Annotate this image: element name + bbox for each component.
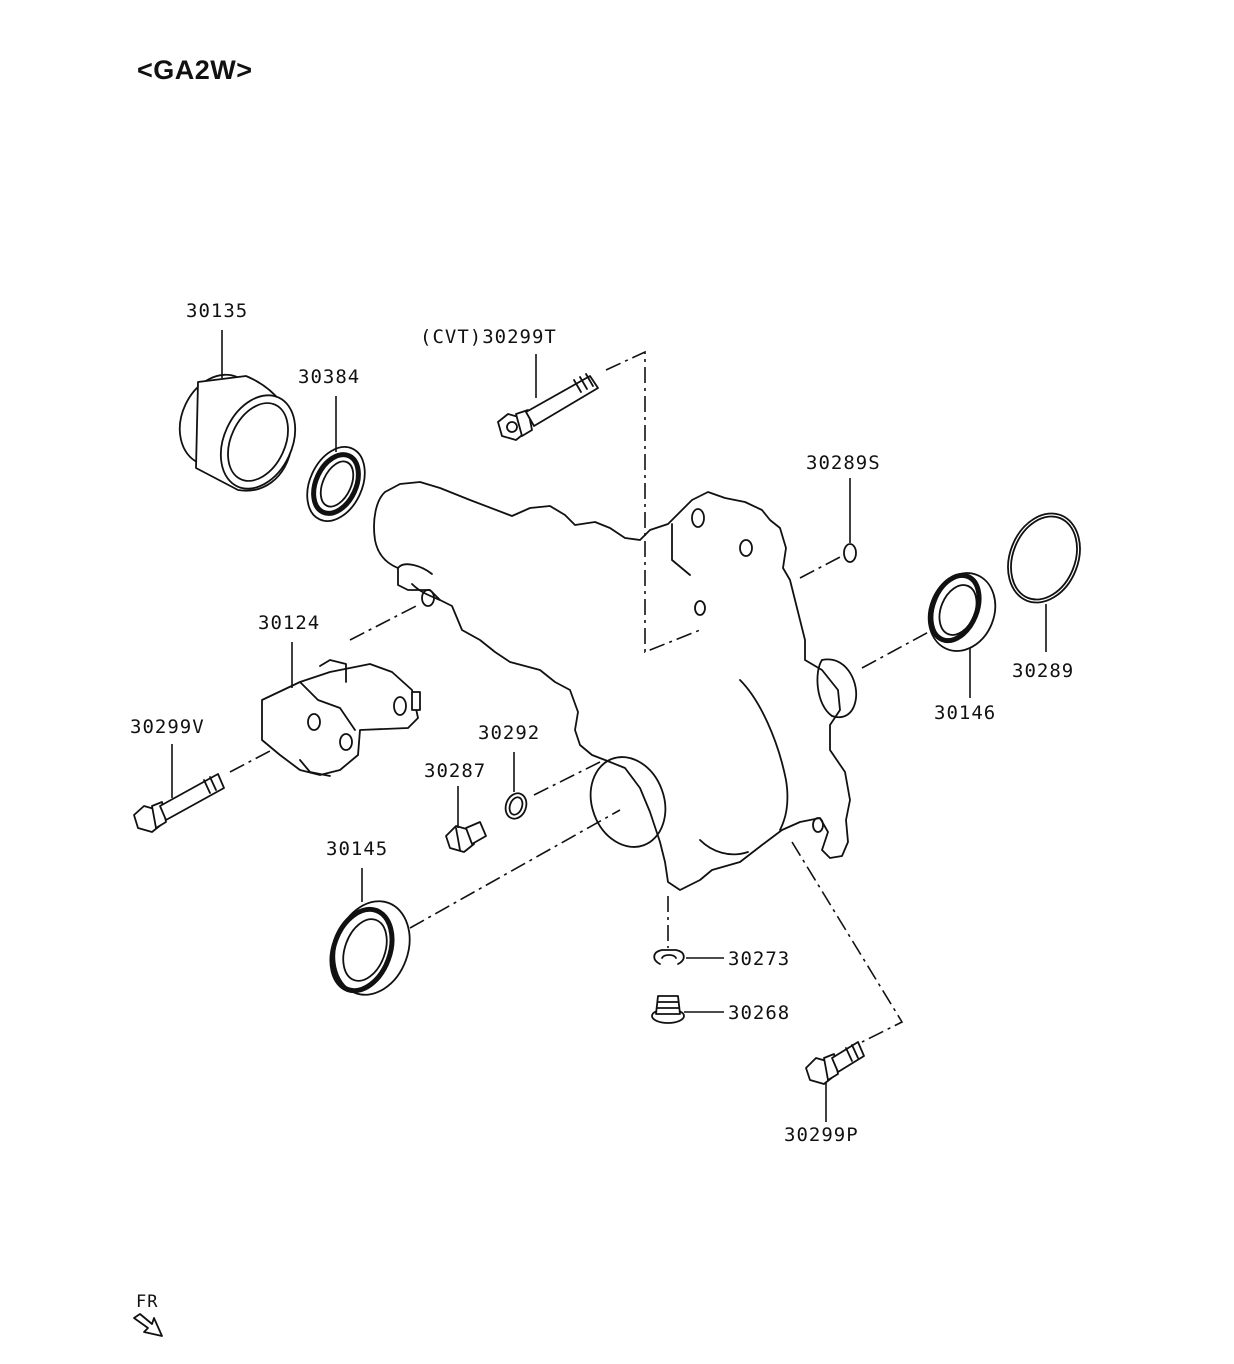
label-30384: 30384: [298, 366, 361, 388]
housing-front-opening: [589, 756, 667, 848]
part-30384-seal: [306, 446, 366, 522]
label-30299V: 30299V: [130, 716, 205, 738]
label-30292: 30292: [478, 722, 541, 744]
label-30124: 30124: [258, 612, 321, 634]
label-30287: 30287: [424, 760, 487, 782]
part-30289S-o-ring: [843, 543, 857, 563]
part-30135-sleeve: [178, 373, 297, 492]
label-30299T: (CVT)30299T: [420, 326, 557, 348]
part-30273-gasket: [653, 949, 685, 965]
label-30135: 30135: [186, 300, 249, 322]
part-30268-drain-plug: [651, 995, 685, 1024]
label-30289S: 30289S: [806, 452, 881, 474]
part-30287-plug: [445, 821, 487, 853]
part-30146-seal: [927, 572, 997, 652]
label-30273: 30273: [728, 948, 791, 970]
part-30292-washer: [504, 792, 528, 820]
label-30145: 30145: [326, 838, 389, 860]
part-30299V-bolt: [133, 773, 225, 833]
diagram-title: <GA2W>: [137, 55, 253, 85]
part-30124-bracket: [261, 659, 421, 777]
label-30299P: 30299P: [784, 1124, 859, 1146]
label-30146: 30146: [934, 702, 997, 724]
alignment-lines: [229, 350, 937, 1043]
label-30268: 30268: [728, 1002, 791, 1024]
front-direction-label: FR: [136, 1292, 159, 1312]
part-30289-o-ring: [1007, 512, 1081, 604]
part-30145-seal: [329, 900, 411, 996]
part-30299T-bolt: [497, 373, 599, 441]
transfer-case-housing: [373, 481, 858, 891]
front-direction-arrow-icon: [133, 1313, 163, 1337]
part-30299P-bolt: [805, 1041, 865, 1085]
label-30289: 30289: [1012, 660, 1075, 682]
leader-lines: [171, 330, 1047, 1122]
